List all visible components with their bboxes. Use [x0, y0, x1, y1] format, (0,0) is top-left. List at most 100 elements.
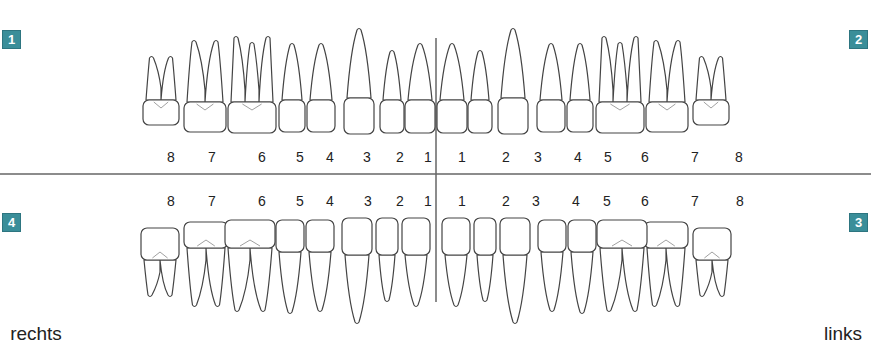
tooth-root — [471, 51, 489, 101]
tooth-number: 4 — [574, 150, 582, 164]
midline — [435, 38, 437, 302]
crown-detail — [657, 240, 675, 246]
tooth-root — [347, 29, 371, 99]
tooth-number: 4 — [572, 194, 580, 208]
tooth-root — [146, 57, 176, 101]
tooth-root — [345, 255, 369, 324]
tooth-number: 1 — [424, 194, 432, 208]
tooth-crown — [376, 218, 398, 255]
tooth-root — [310, 44, 332, 101]
crown-detail — [242, 104, 261, 110]
tooth-root — [187, 41, 223, 103]
tooth-crown — [474, 218, 496, 255]
tooth-number: 4 — [326, 194, 334, 208]
crown-detail — [659, 104, 676, 110]
tooth-root — [445, 255, 467, 307]
tooth-crown — [538, 220, 566, 252]
tooth-number: 8 — [167, 150, 175, 164]
quadrant-number: 2 — [855, 33, 862, 46]
tooth-crown — [442, 218, 470, 255]
tooth-number: 7 — [691, 194, 699, 208]
crown-detail — [197, 240, 215, 246]
tooth-root — [501, 29, 525, 99]
tooth-crown — [225, 220, 275, 248]
tooth-number: 5 — [603, 194, 611, 208]
tooth-root — [282, 44, 302, 101]
crown-detail — [197, 104, 214, 110]
tooth-crown — [344, 98, 374, 134]
tooth-root — [571, 252, 593, 314]
crown-detail — [152, 252, 167, 258]
tooth-number: 7 — [208, 150, 216, 164]
tooth-root — [647, 248, 685, 307]
crown-detail — [704, 102, 718, 108]
tooth-crown — [307, 100, 335, 132]
tooth-crown — [228, 102, 276, 133]
quadrant-number: 1 — [8, 33, 15, 46]
tooth-root — [696, 57, 726, 101]
tooth-crown — [405, 100, 435, 133]
quadrant-marker: 4 — [2, 213, 21, 232]
tooth-crown — [646, 102, 688, 132]
tooth-root — [408, 44, 432, 101]
tooth-crown — [184, 222, 228, 248]
tooth-crown — [500, 218, 530, 255]
quadrant-marker: 3 — [849, 213, 868, 232]
tooth-root — [309, 252, 331, 312]
tooth-number: 8 — [735, 150, 743, 164]
tooth-number: 2 — [502, 194, 510, 208]
tooth-crown — [306, 220, 334, 252]
tooth-number: 5 — [604, 150, 612, 164]
tooth-root — [570, 44, 590, 101]
tooth-crown — [498, 98, 528, 134]
tooth-crown — [596, 102, 644, 133]
tooth-root — [231, 37, 273, 103]
tooth-crown — [141, 228, 179, 260]
tooth-root — [477, 255, 493, 302]
tooth-number: 3 — [534, 150, 542, 164]
tooth-crown — [143, 100, 179, 125]
tooth-root — [228, 248, 272, 312]
tooth-number: 3 — [363, 150, 371, 164]
tooth-root — [279, 252, 301, 314]
tooth-number: 8 — [736, 194, 744, 208]
tooth-crown — [342, 218, 372, 255]
tooth-number: 6 — [258, 194, 266, 208]
tooth-root — [187, 248, 225, 307]
tooth-crown — [380, 100, 404, 133]
tooth-number: 3 — [532, 194, 540, 208]
tooth-number: 4 — [326, 150, 334, 164]
tooth-root — [600, 248, 644, 312]
tooth-root — [144, 260, 176, 297]
tooth-root — [383, 51, 401, 101]
tooth-crown — [568, 220, 596, 252]
tooth-number: 1 — [458, 150, 466, 164]
tooth-root — [440, 44, 464, 101]
crown-detail — [612, 240, 632, 246]
side-label: links — [824, 324, 862, 343]
tooth-crown — [597, 220, 647, 248]
tooth-number: 6 — [258, 150, 266, 164]
tooth-number: 2 — [396, 150, 404, 164]
tooth-root — [599, 37, 641, 103]
quadrant-number: 3 — [855, 216, 862, 229]
tooth-number: 3 — [364, 194, 372, 208]
crown-detail — [240, 240, 260, 246]
tooth-root — [696, 260, 728, 297]
tooth-number: 7 — [208, 194, 216, 208]
tooth-number: 5 — [296, 150, 304, 164]
tooth-root — [503, 255, 527, 324]
tooth-crown — [437, 100, 467, 133]
side-label: rechts — [10, 324, 62, 343]
tooth-number: 8 — [167, 194, 175, 208]
tooth-crown — [279, 100, 305, 132]
teeth-illustration — [141, 29, 731, 324]
tooth-number: 1 — [458, 194, 466, 208]
tooth-root — [405, 255, 427, 307]
tooth-number: 7 — [691, 150, 699, 164]
quadrant-number: 4 — [8, 216, 15, 229]
tooth-crown — [184, 102, 226, 132]
tooth-crown — [468, 100, 492, 133]
tooth-root — [541, 252, 563, 312]
